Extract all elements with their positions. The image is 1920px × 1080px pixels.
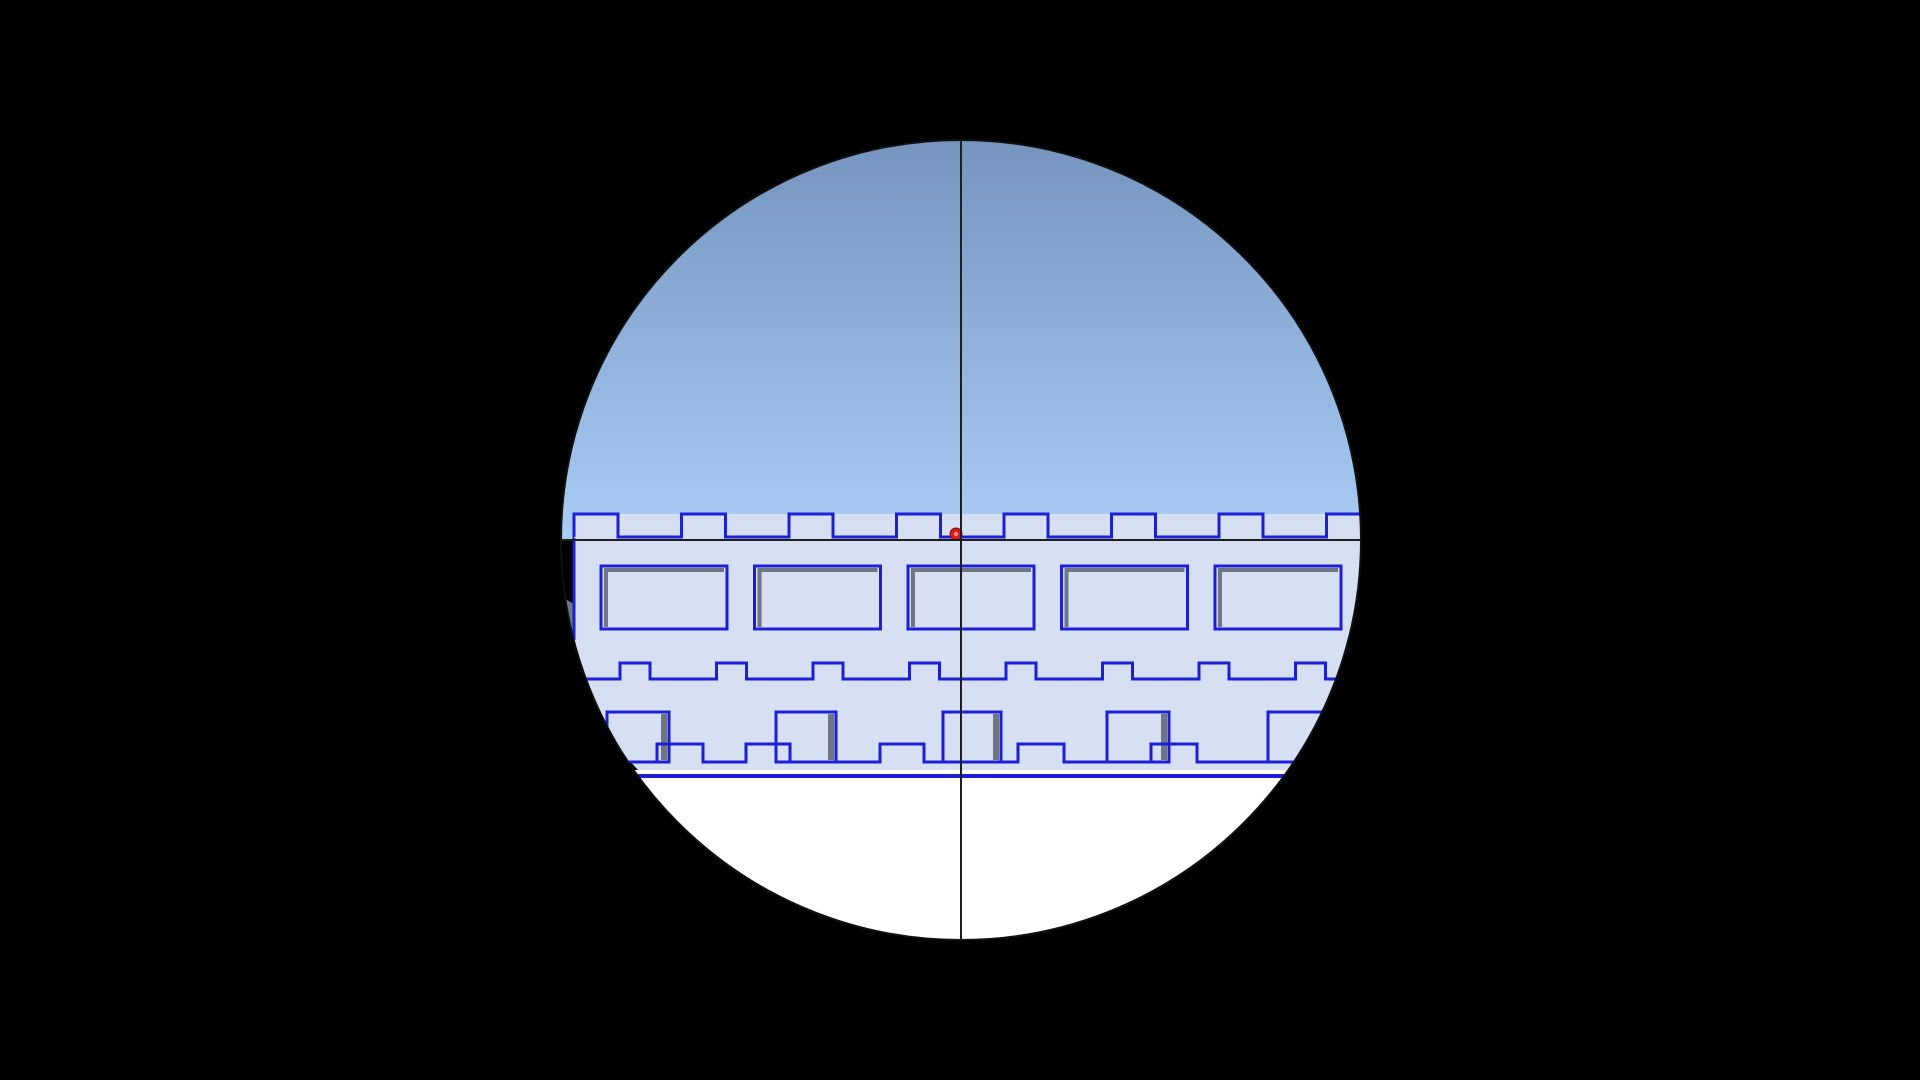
crosshair [561,140,1361,940]
